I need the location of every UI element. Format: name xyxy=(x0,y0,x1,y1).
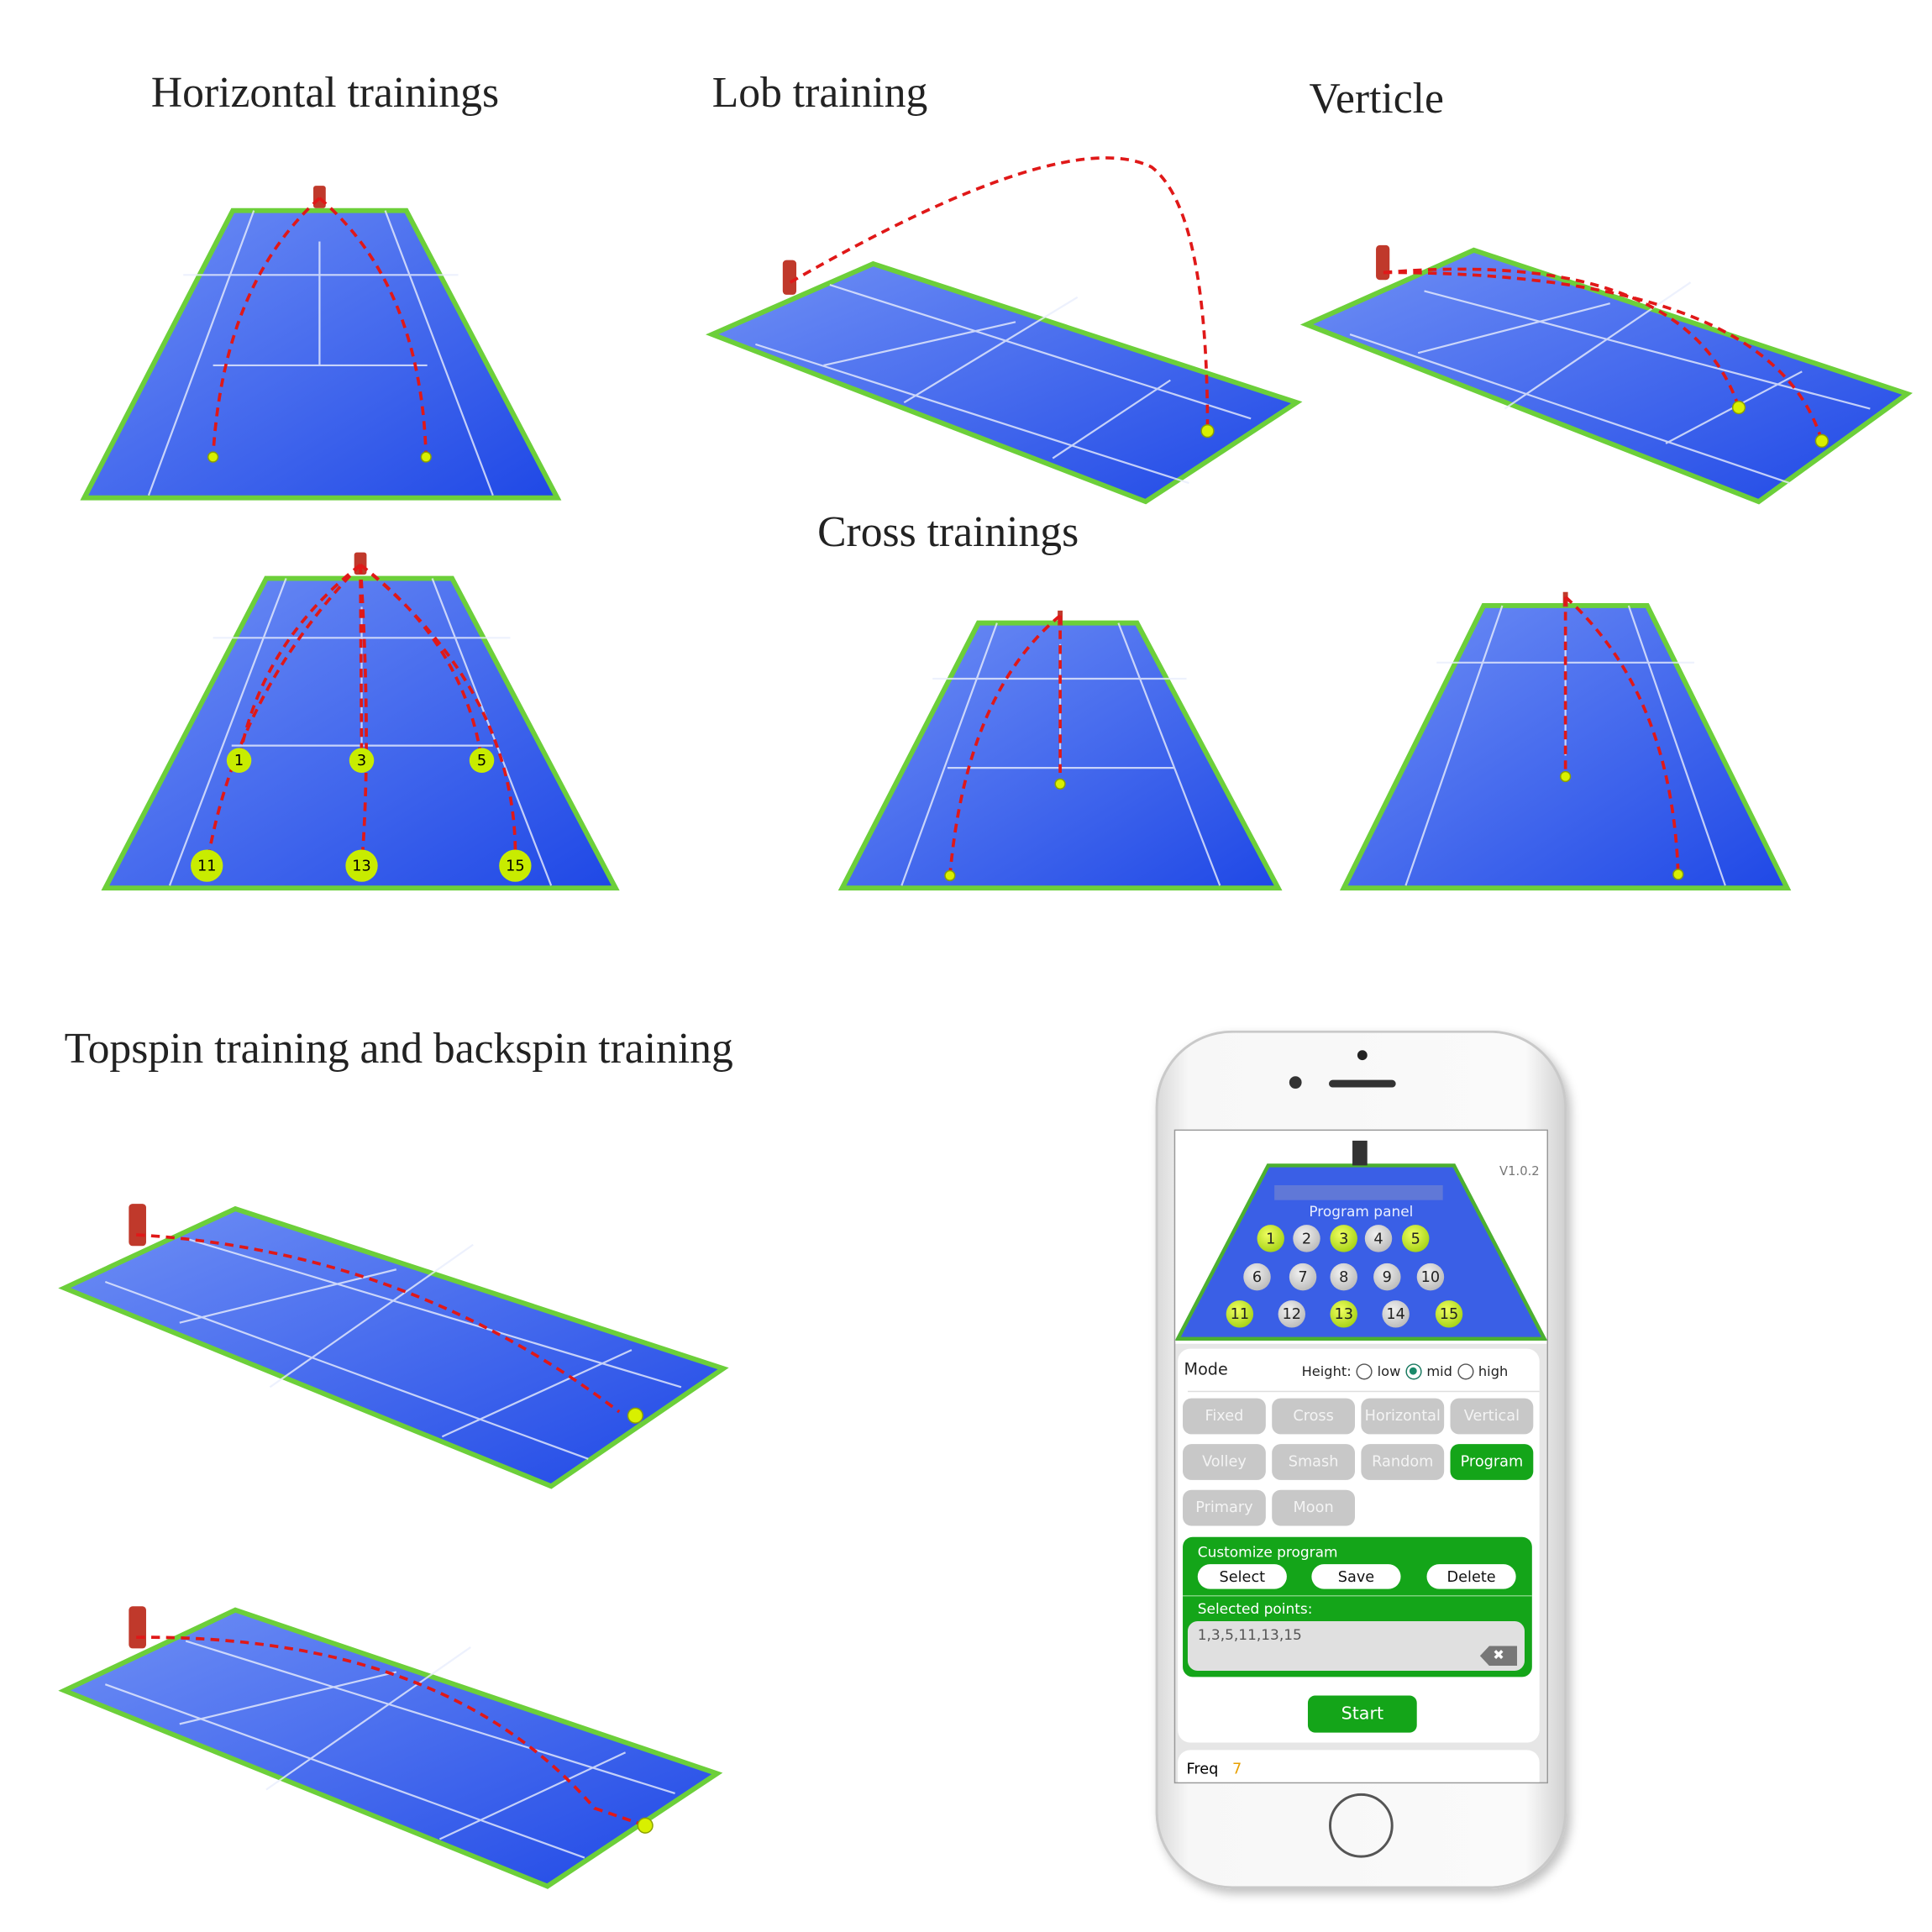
height-low-radio[interactable] xyxy=(1356,1363,1373,1380)
program-panel-title: Program panel xyxy=(1309,1202,1414,1221)
program-point-2[interactable]: 2 xyxy=(1293,1225,1320,1252)
svg-text:15: 15 xyxy=(506,858,525,875)
customize-label: Customize program xyxy=(1197,1543,1338,1561)
speaker-icon xyxy=(1329,1079,1396,1088)
program-point-14[interactable]: 14 xyxy=(1382,1300,1410,1328)
mode-button-volley[interactable]: Volley xyxy=(1183,1444,1266,1480)
trajectories xyxy=(136,156,1824,1828)
camera-icon xyxy=(1357,1050,1368,1061)
height-mid-label: mid xyxy=(1426,1363,1452,1380)
backspace-icon[interactable]: ✖ xyxy=(1479,1646,1518,1667)
program-point-13[interactable]: 13 xyxy=(1330,1300,1357,1328)
court-lob xyxy=(706,260,1303,505)
balls xyxy=(207,400,1829,1834)
title-vertical: Verticle xyxy=(1309,74,1444,123)
select-button[interactable]: Select xyxy=(1197,1564,1287,1589)
court-point-markers: 1 3 5 11 13 15 xyxy=(191,748,532,882)
sensor-icon xyxy=(1289,1076,1302,1089)
height-mid-radio[interactable] xyxy=(1405,1363,1422,1380)
court-vertical xyxy=(1299,247,1913,505)
program-point-8[interactable]: 8 xyxy=(1330,1263,1357,1291)
app-version: V1.0.2 xyxy=(1499,1165,1540,1179)
program-point-4[interactable]: 4 xyxy=(1364,1225,1393,1252)
mode-button-program[interactable]: Program xyxy=(1450,1444,1534,1480)
height-high-label: high xyxy=(1478,1363,1509,1380)
height-selector: Height: low mid high xyxy=(1301,1363,1509,1380)
court-backspin xyxy=(58,1607,723,1889)
svg-text:5: 5 xyxy=(477,753,486,769)
divider xyxy=(1187,1390,1540,1393)
svg-text:11: 11 xyxy=(197,858,217,875)
program-point-7[interactable]: 7 xyxy=(1289,1263,1317,1291)
program-point-15[interactable]: 15 xyxy=(1435,1300,1463,1328)
mode-label: Mode xyxy=(1184,1361,1228,1380)
court-horizontal xyxy=(80,207,562,501)
mode-button-horizontal[interactable]: Horizontal xyxy=(1361,1398,1445,1435)
selected-points-label: Selected points: xyxy=(1197,1599,1313,1618)
mode-button-smash[interactable]: Smash xyxy=(1272,1444,1355,1480)
svg-text:13: 13 xyxy=(352,858,371,875)
svg-text:1: 1 xyxy=(234,753,244,769)
delete-button[interactable]: Delete xyxy=(1426,1564,1516,1589)
program-point-11[interactable]: 11 xyxy=(1226,1300,1254,1328)
home-button[interactable] xyxy=(1329,1793,1394,1858)
mode-button-primary[interactable]: Primary xyxy=(1183,1489,1266,1526)
start-button[interactable]: Start xyxy=(1307,1695,1417,1733)
selected-points-value: 1,3,5,11,13,15 xyxy=(1197,1625,1302,1644)
title-spin: Topspin training and backspin training xyxy=(64,1024,733,1073)
customize-program-box: Customize program Select Save Delete Sel… xyxy=(1183,1536,1532,1677)
selected-points-field[interactable]: 1,3,5,11,13,15 ✖ xyxy=(1187,1620,1525,1671)
program-point-5[interactable]: 5 xyxy=(1402,1225,1430,1252)
height-low-label: low xyxy=(1377,1363,1401,1380)
mode-button-fixed[interactable]: Fixed xyxy=(1183,1398,1266,1435)
program-point-3[interactable]: 3 xyxy=(1330,1225,1357,1252)
mode-button-random[interactable]: Random xyxy=(1361,1444,1445,1480)
mode-button-vertical[interactable]: Vertical xyxy=(1450,1398,1534,1435)
title-horizontal: Horizontal trainings xyxy=(150,68,500,117)
program-point-12[interactable]: 12 xyxy=(1278,1300,1306,1328)
freq-label: Freq xyxy=(1186,1760,1219,1777)
svg-text:3: 3 xyxy=(357,753,366,769)
court-topspin xyxy=(58,1205,729,1489)
height-high-radio[interactable] xyxy=(1457,1363,1474,1380)
freq-value: 7 xyxy=(1232,1760,1242,1777)
height-label: Height: xyxy=(1301,1363,1352,1380)
mode-button-cross[interactable]: Cross xyxy=(1272,1398,1355,1435)
title-cross: Cross trainings xyxy=(817,507,1079,557)
save-button[interactable]: Save xyxy=(1311,1564,1401,1589)
program-point-1[interactable]: 1 xyxy=(1257,1225,1284,1252)
freq-row: Freq 7 xyxy=(1178,1750,1540,1782)
program-point-10[interactable]: 10 xyxy=(1416,1263,1445,1291)
program-point-9[interactable]: 9 xyxy=(1373,1263,1401,1291)
mode-button-moon[interactable]: Moon xyxy=(1272,1489,1355,1526)
program-point-6[interactable]: 6 xyxy=(1243,1263,1271,1291)
title-lob: Lob training xyxy=(711,68,928,117)
